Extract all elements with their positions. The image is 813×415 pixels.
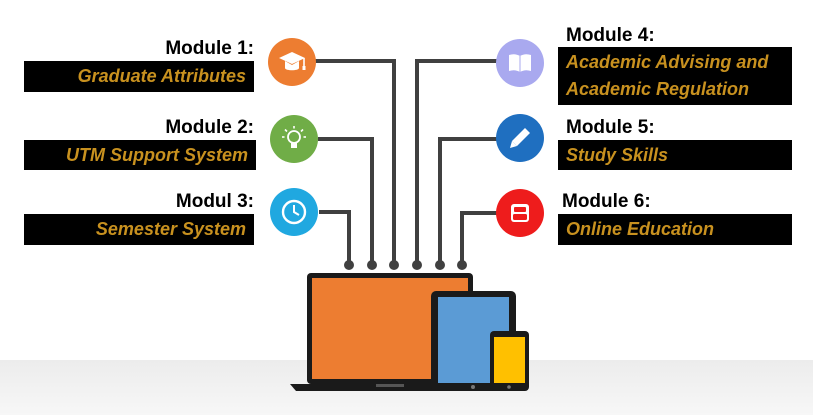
book-icon (496, 39, 544, 87)
module-6-title: Online Education (566, 219, 715, 239)
smartphone (490, 331, 529, 391)
module-4-title-line-2: Academic Regulation (566, 79, 750, 99)
module-4-heading: Module 4: (566, 25, 655, 46)
module-2-title: UTM Support System (65, 144, 248, 165)
module-5-title: Study Skills (566, 144, 669, 165)
pencil-icon (496, 114, 544, 162)
module-3-heading: Modul 3: (175, 191, 254, 212)
module-5-label: Study Skills (558, 140, 792, 170)
module-1-heading: Module 1: (165, 38, 254, 59)
lightbulb-icon (270, 115, 318, 163)
module-5-heading: Module 5: (566, 117, 655, 138)
youtube-icon (496, 189, 544, 237)
graduation-cap-icon (268, 38, 316, 86)
module-1-title: Graduate Attributes (77, 66, 246, 86)
module-2-label: UTM Support System (24, 140, 256, 170)
module-4-title-line-1: Academic Advising and (566, 52, 769, 72)
module-3-label: Semester System (24, 214, 254, 245)
module-6-heading: Module 6: (562, 191, 651, 212)
module-1-label: Graduate Attributes (24, 61, 254, 92)
module-2-heading: Module 2: (165, 117, 254, 138)
module-4-label: Academic Advising and Academic Regulatio… (558, 47, 792, 105)
clock-icon (270, 188, 318, 236)
module-6-label: Online Education (558, 214, 792, 245)
module-3-title: Semester System (95, 219, 246, 239)
